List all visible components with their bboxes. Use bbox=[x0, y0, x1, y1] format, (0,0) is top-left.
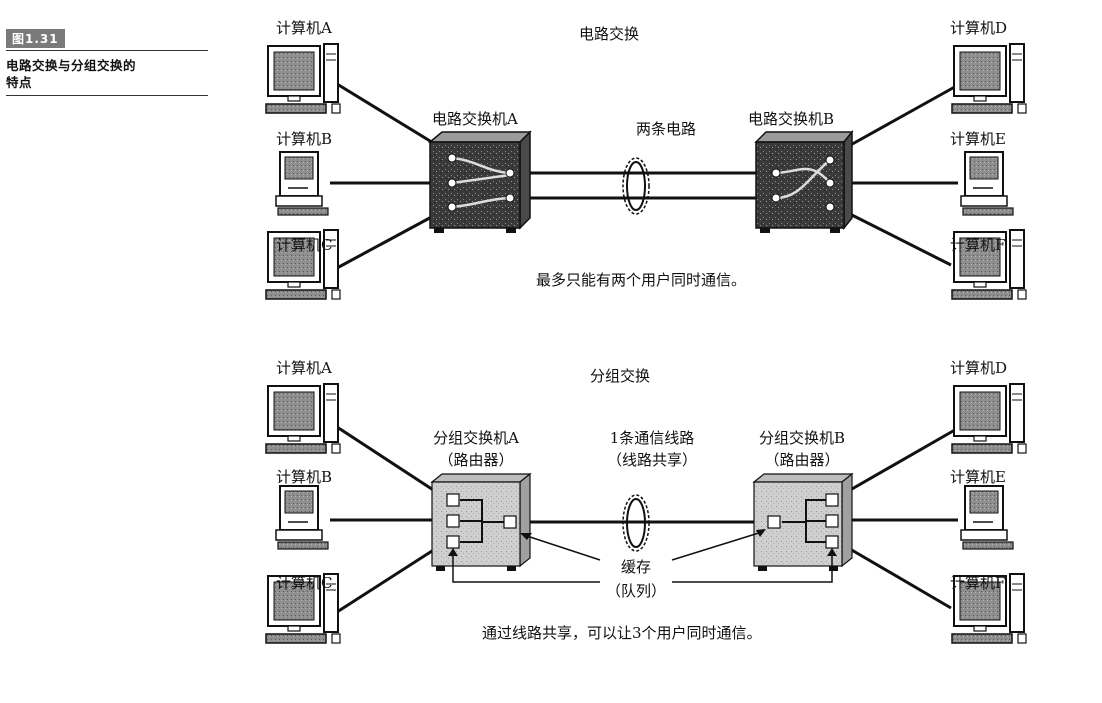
computer-e-label: 计算机E bbox=[950, 468, 1006, 486]
circuit-bundle-ring bbox=[626, 161, 646, 211]
section-title: 电路交换 bbox=[579, 25, 639, 43]
divider bbox=[6, 95, 208, 96]
switch-a-label: 分组交换机A bbox=[433, 429, 519, 447]
link-label: 两条电路 bbox=[636, 120, 696, 138]
packet-lines bbox=[330, 425, 961, 614]
computer-a-icon bbox=[265, 43, 341, 114]
packet-switch-a bbox=[430, 472, 532, 571]
figure-caption: 电路交换与分组交换的 特点 bbox=[6, 57, 208, 91]
computer-f-label: 计算机F bbox=[950, 574, 1005, 592]
caption-line: 特点 bbox=[6, 75, 33, 90]
computer-e-icon bbox=[960, 485, 1014, 550]
switch-b-sublabel: （路由器） bbox=[764, 451, 839, 469]
figure-number: 图1.31 bbox=[6, 29, 65, 48]
switch-b-label: 分组交换机B bbox=[759, 429, 845, 447]
buffer-arrows bbox=[452, 531, 833, 583]
buffer-label: 缓存 bbox=[621, 558, 651, 576]
computer-b-label: 计算机B bbox=[276, 468, 332, 486]
section-title: 分组交换 bbox=[590, 367, 650, 385]
computer-a-icon bbox=[265, 383, 341, 454]
computer-a-label: 计算机A bbox=[276, 359, 332, 377]
figure-sidebar: 图1.31 电路交换与分组交换的 特点 bbox=[6, 28, 208, 96]
computer-b-icon bbox=[275, 151, 329, 216]
shared-line-ring bbox=[626, 498, 646, 548]
buffer-sublabel: （队列） bbox=[606, 582, 666, 600]
link-sublabel: （线路共享） bbox=[607, 451, 697, 469]
caption-line: 电路交换与分组交换的 bbox=[6, 58, 137, 73]
computer-f-label: 计算机F bbox=[950, 236, 1005, 254]
computer-d-icon bbox=[951, 43, 1027, 114]
circuit-switching-section: 电路交换 bbox=[265, 19, 1027, 300]
computer-d-label: 计算机D bbox=[950, 19, 1007, 37]
circuit-switch-b bbox=[754, 129, 854, 233]
packet-switch-b bbox=[752, 472, 854, 571]
switch-a-sublabel: （路由器） bbox=[438, 451, 513, 469]
packet-note: 通过线路共享，可以让3个用户同时通信。 bbox=[482, 624, 762, 642]
circuit-note: 最多只能有两个用户同时通信。 bbox=[536, 271, 746, 289]
computer-a-label: 计算机A bbox=[276, 19, 332, 37]
divider bbox=[6, 50, 208, 51]
switch-a-label: 电路交换机A bbox=[432, 110, 518, 128]
switch-b-label: 电路交换机B bbox=[748, 110, 834, 128]
packet-switching-section: 分组交换 bbox=[265, 359, 1027, 644]
computer-d-icon bbox=[951, 383, 1027, 454]
computer-c-label: 计算机C bbox=[276, 574, 332, 592]
circuit-switch-a bbox=[427, 130, 532, 233]
computer-b-label: 计算机B bbox=[276, 130, 332, 148]
link-label: 1条通信线路 bbox=[610, 429, 695, 447]
computer-b-icon bbox=[275, 485, 329, 550]
computer-e-label: 计算机E bbox=[950, 130, 1006, 148]
computer-d-label: 计算机D bbox=[950, 359, 1007, 377]
computer-e-icon bbox=[960, 151, 1014, 216]
computer-c-label: 计算机C bbox=[276, 236, 332, 254]
